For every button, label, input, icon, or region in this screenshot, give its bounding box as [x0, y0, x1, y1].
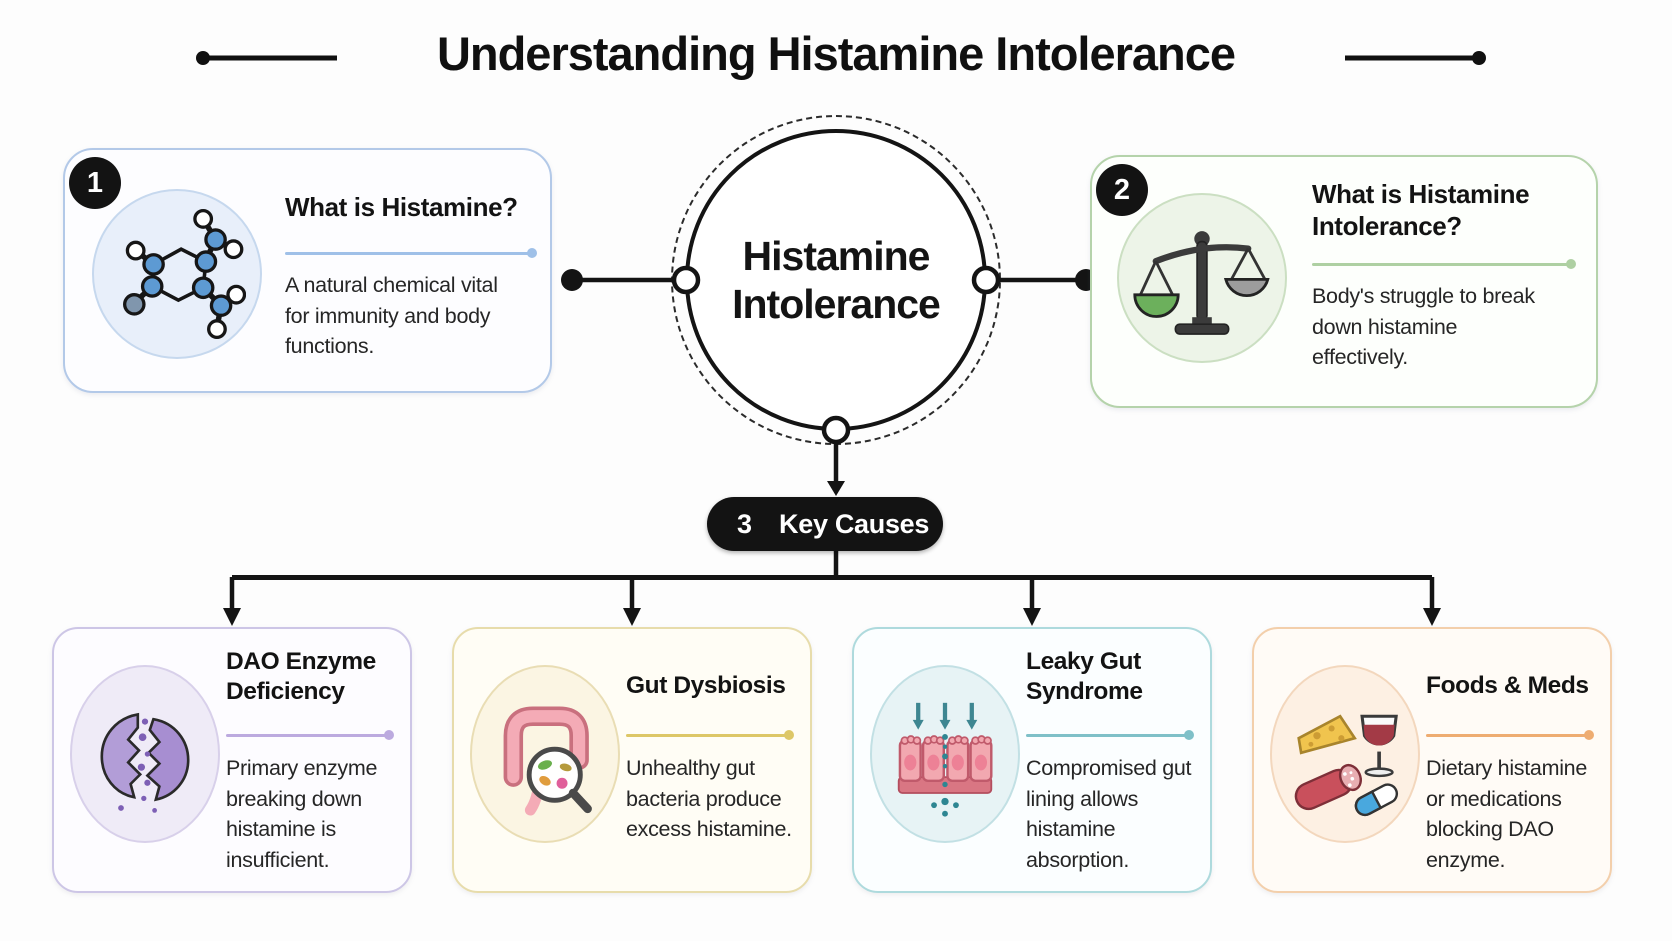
card-leaky-gut-syndrome: Leaky Gut Syndrome Compromised gut linin… — [852, 627, 1212, 893]
branch-connectors — [223, 575, 1441, 626]
card-body: Primary enzyme breaking down histamine i… — [226, 756, 378, 872]
card-gut-dysbiosis: Gut Dysbiosis Unhealthy gut bacteria pro… — [452, 627, 812, 893]
key-causes-label: Key Causes — [779, 508, 930, 539]
title-ornament-left — [196, 51, 337, 65]
card-title: What is Histamine? — [285, 192, 518, 222]
accent-divider — [626, 730, 794, 740]
hub-node-bottom — [821, 415, 851, 445]
card-title: DAO Enzyme Deficiency — [226, 648, 376, 705]
number-badge-1: 1 — [69, 157, 121, 209]
card-what-is-histamine-intolerance: 2 What is Histamine Intolerance? Body's … — [1090, 155, 1598, 408]
hub-nodes — [671, 265, 1001, 445]
card-body: Compromised gut lining allows histamine … — [1026, 756, 1192, 872]
hub-node-right — [971, 265, 1001, 295]
accent-divider — [285, 248, 537, 258]
hub-label: Histamine Intolerance — [732, 232, 941, 327]
card-body: Unhealthy gut bacteria produce excess hi… — [626, 756, 792, 842]
card-title: Gut Dysbiosis — [626, 672, 786, 699]
card-what-is-histamine: 1 — [63, 148, 552, 393]
card-foods-and-meds: Foods & Meds Dietary histamine or medica… — [1252, 627, 1612, 893]
broken-enzyme-icon — [70, 665, 220, 843]
page-title: Understanding Histamine Intolerance — [436, 27, 1236, 80]
key-causes-count: 3 — [737, 508, 753, 539]
card-body: A natural chemical vital for immunity an… — [285, 273, 498, 359]
hub-node-left — [671, 265, 701, 295]
key-causes-badge: 3 Key Causes — [707, 497, 943, 551]
accent-divider — [1026, 730, 1194, 740]
card-title: Foods & Meds — [1426, 672, 1589, 699]
hub-circle: Histamine Intolerance — [685, 129, 987, 431]
connector-down — [827, 442, 845, 578]
gut-magnifier-icon — [470, 665, 620, 843]
card-title: Leaky Gut Syndrome — [1026, 648, 1143, 705]
card-body: Dietary histamine or medications blockin… — [1426, 756, 1587, 872]
connector-left — [561, 269, 686, 291]
connector-right — [986, 269, 1097, 291]
accent-divider — [1312, 259, 1576, 269]
number-badge-2: 2 — [1096, 164, 1148, 216]
accent-divider — [226, 730, 394, 740]
balance-scale-icon — [1117, 193, 1287, 363]
molecule-icon — [92, 189, 262, 359]
title-ornament-right — [1345, 51, 1486, 65]
accent-divider — [1426, 730, 1594, 740]
card-title: What is Histamine Intolerance? — [1312, 179, 1530, 241]
card-dao-enzyme-deficiency: DAO Enzyme Deficiency Primary enzyme bre… — [52, 627, 412, 893]
card-body: Body's struggle to break down histamine … — [1312, 284, 1535, 370]
foods-meds-icon — [1270, 665, 1420, 843]
leaky-gut-icon — [870, 665, 1020, 843]
